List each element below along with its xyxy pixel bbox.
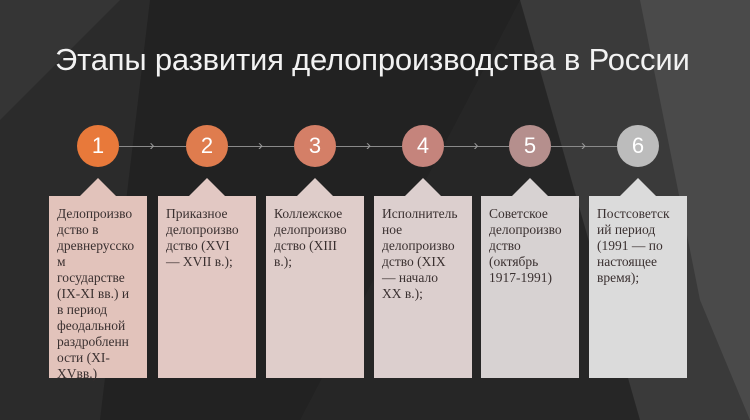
box-pointer: [297, 178, 333, 196]
box-pointer: [189, 178, 225, 196]
step-box-4: Исполнитель ное делопроизво дство (XIX —…: [374, 178, 472, 378]
chevron-right-icon: ›: [366, 137, 371, 154]
step-circle-4: 4: [402, 125, 444, 167]
connector-line: [551, 146, 617, 147]
step-text: Приказное делопроизво дство (XVI — XVII …: [166, 206, 239, 269]
connector-line: [228, 146, 294, 147]
connector-line: [336, 146, 402, 147]
step-text: Коллежское делопроизво дство (XIII в.);: [274, 206, 347, 269]
step-box-5: Советское делопроизво дство (октябрь 191…: [481, 178, 579, 378]
connector-line: [444, 146, 509, 147]
step-circle-5: 5: [509, 125, 551, 167]
step-circle-6: 6: [617, 125, 659, 167]
connector-line: [119, 146, 186, 147]
step-box-3: Коллежское делопроизво дство (XIII в.);: [266, 178, 364, 378]
chevron-right-icon: ›: [473, 137, 479, 154]
step-box-6: Постсоветск ий период (1991 — по настоящ…: [589, 178, 687, 378]
step-circle-2: 2: [186, 125, 228, 167]
chevron-right-icon: ›: [149, 137, 155, 154]
step-box-1: Делопроизво дство в древнерусско м госуд…: [49, 178, 147, 381]
step-text: Исполнитель ное делопроизво дство (XIX —…: [382, 206, 458, 301]
box-pointer: [512, 178, 548, 196]
step-box-2: Приказное делопроизво дство (XVI — XVII …: [158, 178, 256, 378]
step-text: Советское делопроизво дство (октябрь 191…: [489, 206, 562, 285]
slide-title: Этапы развития делопроизводства в России: [55, 42, 690, 77]
chevron-right-icon: ›: [581, 137, 586, 154]
step-text: Делопроизво дство в древнерусско м госуд…: [57, 206, 135, 381]
step-text: Постсоветск ий период (1991 — по настоящ…: [597, 206, 670, 285]
chevron-right-icon: ›: [258, 137, 263, 154]
step-circle-1: 1: [77, 125, 119, 167]
step-circle-3: 3: [294, 125, 336, 167]
box-pointer: [405, 178, 441, 196]
box-pointer: [620, 178, 656, 196]
box-pointer: [80, 178, 116, 196]
